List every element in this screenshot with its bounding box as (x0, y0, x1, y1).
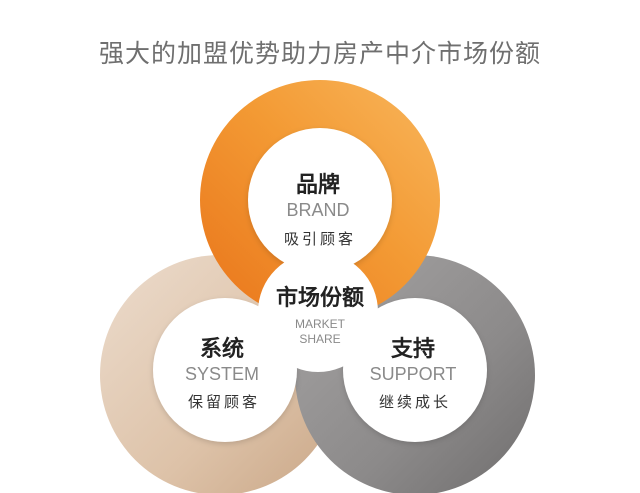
support-title: 支持 (391, 337, 435, 362)
page-title: 强大的加盟优势助力房产中介市场份额 (98, 39, 541, 68)
support-en-label: SUPPORT (370, 364, 457, 384)
center-en-line1: MARKET (295, 317, 346, 331)
system-inner-disc (153, 298, 297, 442)
support-inner-disc (343, 298, 487, 442)
brand-title: 品牌 (296, 172, 340, 198)
system-subtitle: 保留顾客 (188, 393, 260, 411)
center-en-line2: SHARE (299, 332, 340, 346)
brand-subtitle: 吸引顾客 (284, 230, 356, 248)
brand-en-label: BRAND (286, 200, 349, 220)
center-title: 市场份额 (276, 285, 364, 311)
brand-inner-disc (248, 128, 392, 272)
system-en-label: SYSTEM (185, 364, 259, 384)
center-disc (258, 252, 378, 372)
system-title: 系统 (200, 336, 244, 362)
support-subtitle: 继续成长 (379, 393, 451, 411)
